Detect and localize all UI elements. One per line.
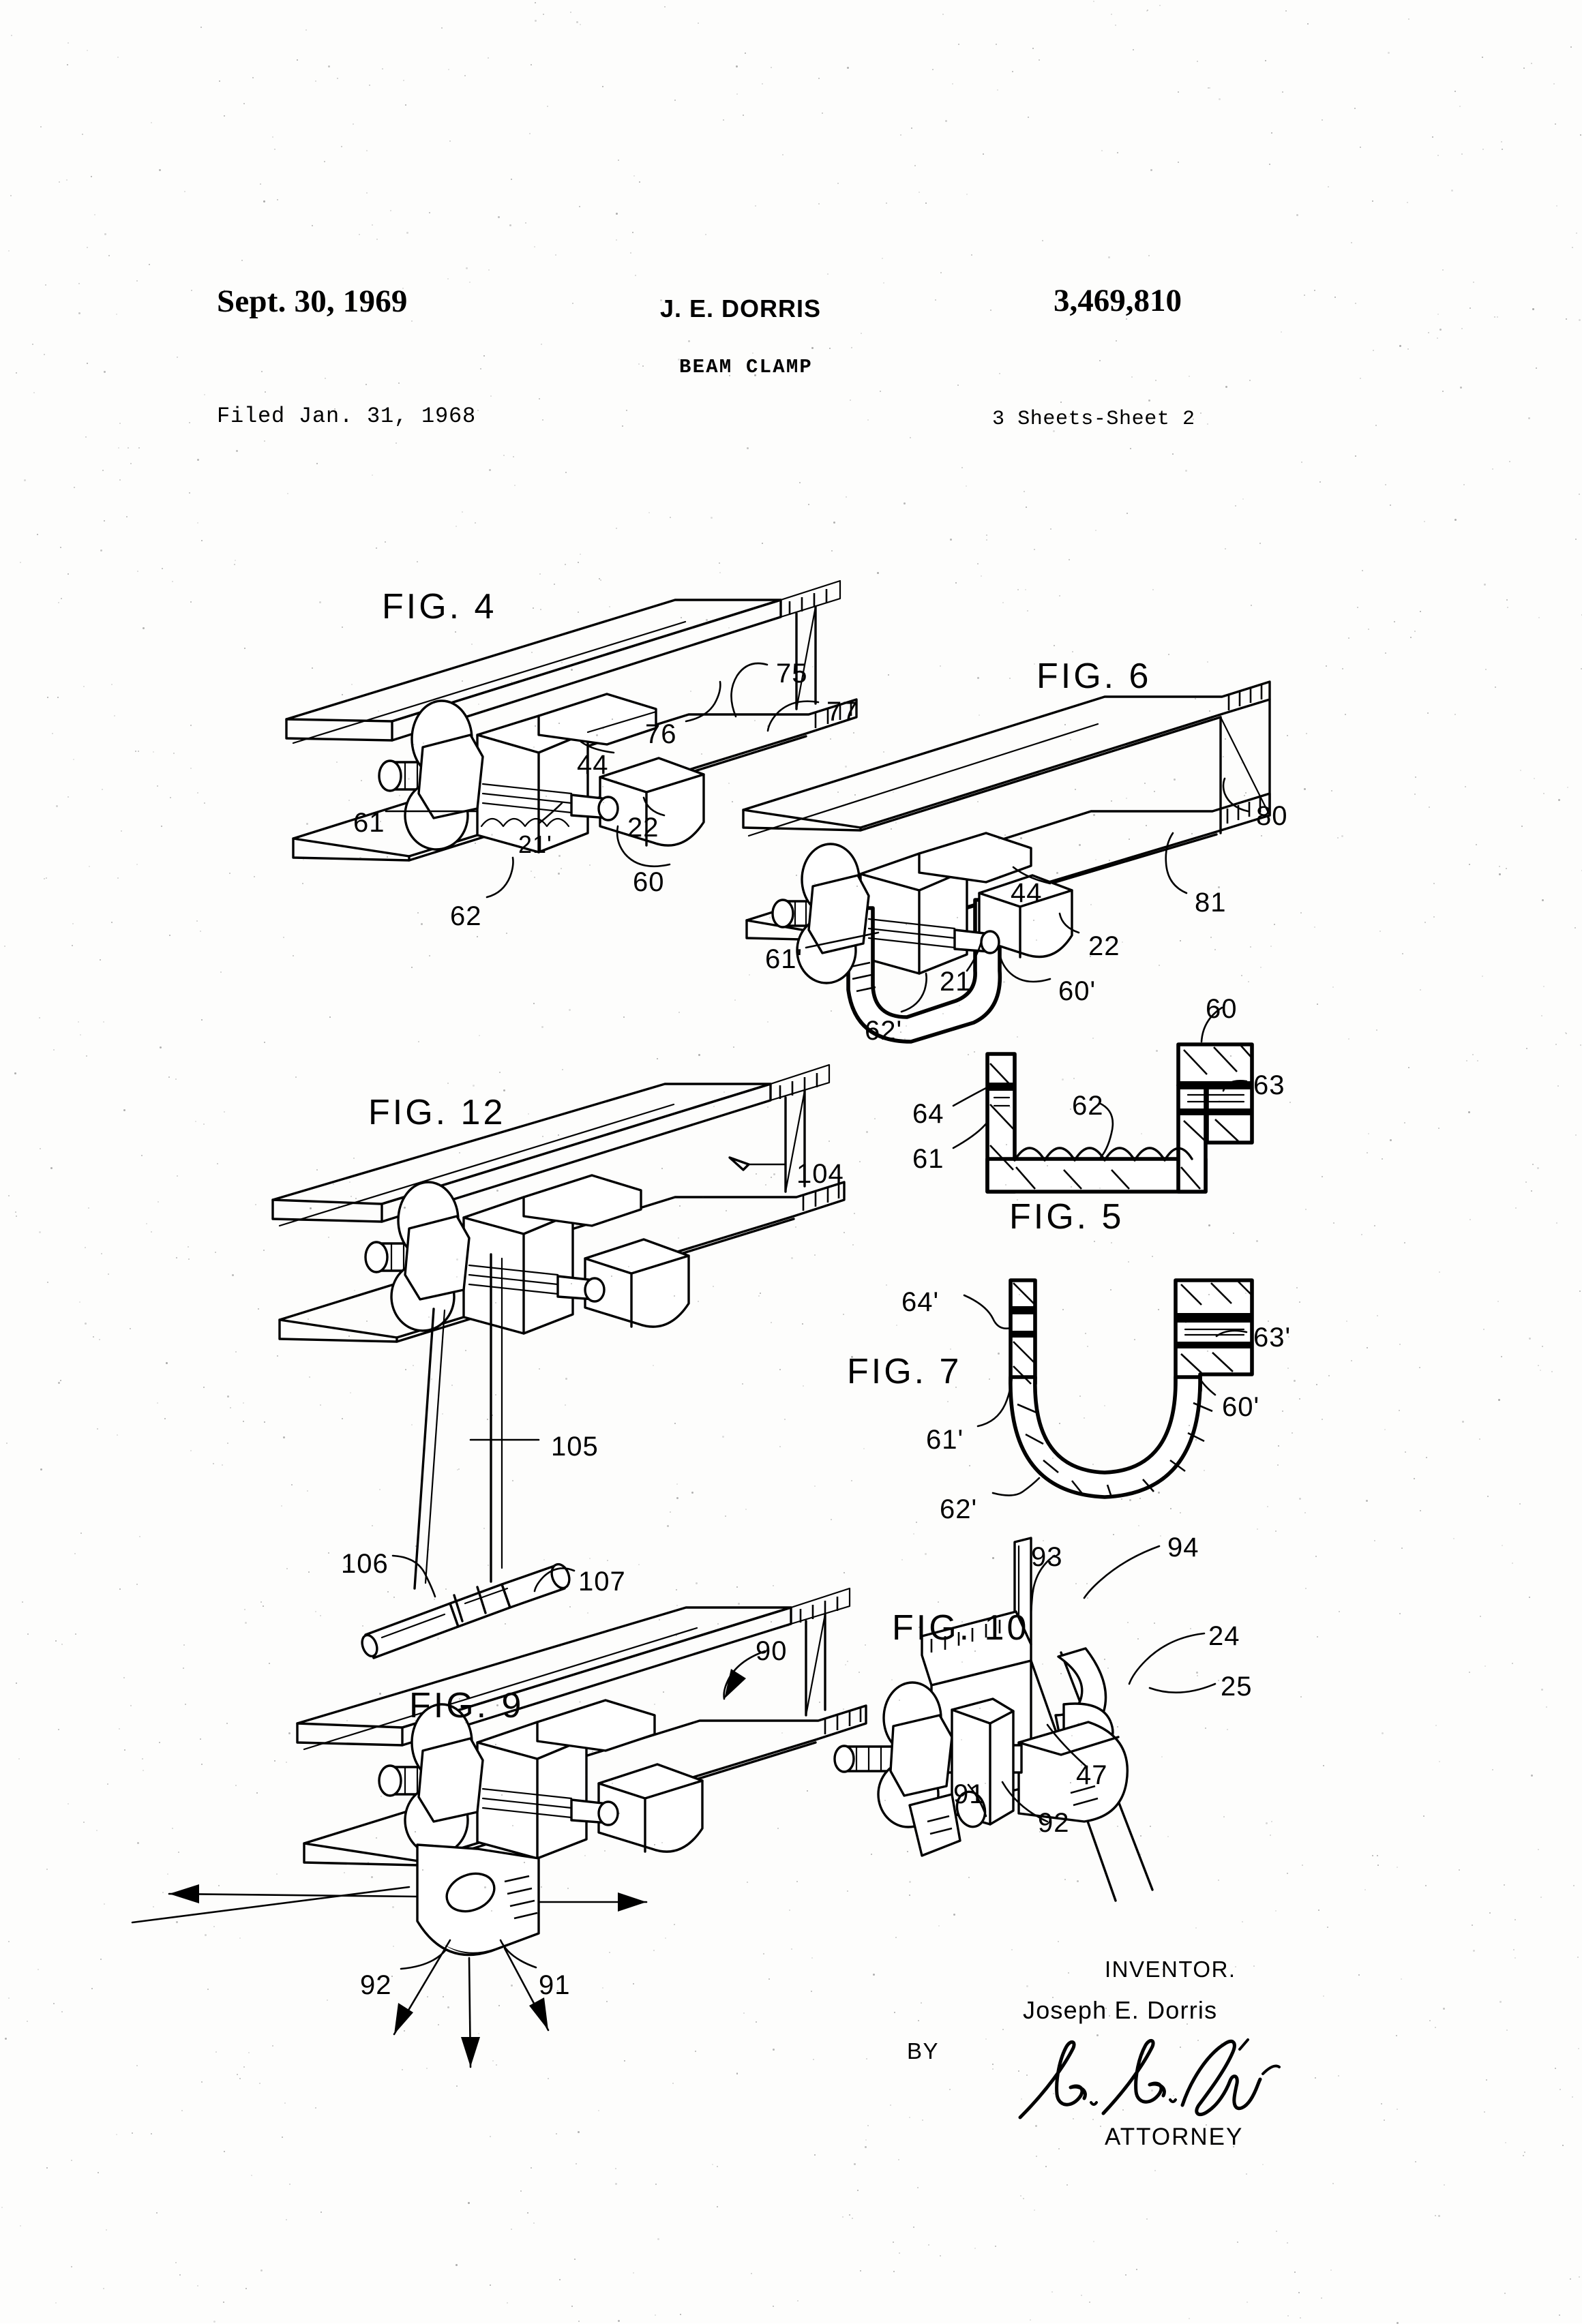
fig4-ref-75: 75: [776, 659, 808, 689]
fig6-drawing: [742, 680, 1271, 1044]
fig7-ref-64p: 64': [901, 1287, 940, 1317]
fig9-drawing: [131, 1587, 867, 2068]
fig7-ref-60p: 60': [1222, 1392, 1260, 1422]
patent-inventor-line: J. E. DORRIS: [660, 295, 822, 322]
fig7-ref-63p: 63': [1253, 1323, 1292, 1353]
fig4-ref-22: 22: [627, 813, 659, 843]
fig6-ref-22: 22: [1088, 931, 1120, 961]
patent-date: Sept. 30, 1969: [217, 284, 408, 319]
fig12-caption: FIG. 12: [368, 1093, 506, 1132]
fig12-ref-104: 104: [796, 1159, 844, 1189]
attorney-signature: [1018, 2038, 1281, 2119]
fig12-drawing: [271, 1063, 846, 1659]
fig5-ref-61: 61: [912, 1144, 944, 1174]
fig5-ref-64: 64: [912, 1099, 944, 1129]
fig6-ref-80: 80: [1256, 801, 1288, 831]
fig5-ref-63: 63: [1253, 1070, 1285, 1100]
fig9-ref-92: 92: [360, 1970, 392, 2000]
fig4-ref-77: 77: [826, 697, 859, 727]
fig9-ref-90: 90: [756, 1636, 788, 1666]
fig5-ref-60: 60: [1206, 994, 1238, 1024]
inventor-name: Joseph E. Dorris: [1023, 1996, 1218, 2024]
fig9-ref-91: 91: [539, 1970, 571, 2000]
fig6-ref-21: 21: [940, 967, 972, 997]
fig6-ref-60p: 60': [1058, 976, 1096, 1006]
fig12-ref-107: 107: [578, 1567, 626, 1597]
inventor-caption: INVENTOR.: [1105, 1957, 1236, 1982]
fig10-ref-94: 94: [1167, 1533, 1199, 1563]
fig10-ref-93: 93: [1031, 1542, 1063, 1572]
fig6-ref-62p: 62': [865, 1016, 903, 1046]
fig4-ref-76: 76: [645, 719, 677, 749]
fig6-caption: FIG. 6: [1036, 657, 1152, 696]
fig7-drawing: [963, 1278, 1254, 1499]
fig10-caption: FIG. 10: [892, 1608, 1030, 1648]
fig6-ref-44: 44: [1011, 878, 1043, 908]
fig4-drawing: [285, 579, 858, 899]
patent-title: BEAM CLAMP: [679, 356, 814, 378]
fig4-ref-44: 44: [577, 750, 609, 780]
fig10-ref-91: 91: [953, 1779, 985, 1809]
fig5-drawing: [952, 1006, 1254, 1194]
by-label: BY: [907, 2038, 940, 2064]
fig12-ref-106: 106: [341, 1549, 389, 1579]
fig6-ref-81: 81: [1195, 888, 1227, 918]
fig10-drawing: [833, 1537, 1217, 1902]
fig4-ref-21: 21': [518, 830, 552, 858]
fig4-ref-62: 62: [450, 901, 482, 931]
fig5-caption: FIG. 5: [1009, 1197, 1124, 1237]
fig10-ref-92: 92: [1038, 1808, 1070, 1838]
fig4-ref-60: 60: [633, 867, 665, 897]
fig7-caption: FIG. 7: [847, 1352, 962, 1391]
fig10-ref-47: 47: [1076, 1760, 1108, 1790]
fig9-caption: FIG. 9: [409, 1686, 524, 1725]
fig7-ref-61p: 61': [926, 1425, 964, 1455]
patent-filed-date: Filed Jan. 31, 1968: [217, 404, 477, 429]
patent-sheet-count: 3 Sheets-Sheet 2: [992, 408, 1195, 431]
attorney-caption: ATTORNEY: [1105, 2124, 1244, 2150]
fig4-ref-61: 61: [353, 808, 385, 838]
fig10-ref-24: 24: [1208, 1621, 1240, 1651]
patent-number: 3,469,810: [1054, 283, 1182, 318]
fig4-caption: FIG. 4: [382, 587, 497, 627]
fig5-ref-62: 62: [1072, 1091, 1104, 1121]
fig12-ref-105: 105: [551, 1432, 599, 1462]
fig10-ref-25: 25: [1221, 1672, 1253, 1702]
fig6-ref-61p: 61': [765, 944, 803, 974]
fig7-ref-62p: 62': [940, 1494, 978, 1524]
